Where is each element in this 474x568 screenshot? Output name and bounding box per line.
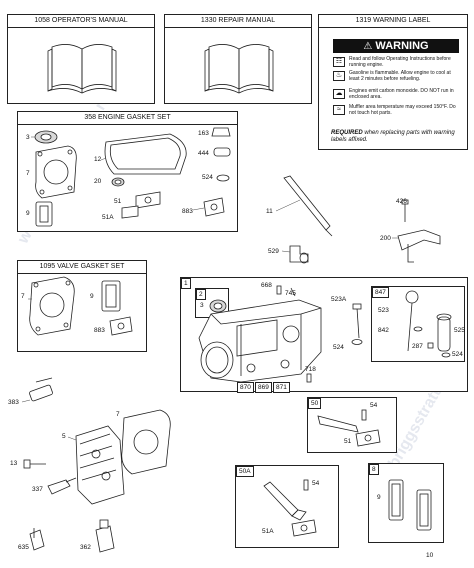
crankcase-bottom-tag: 870 xyxy=(237,382,254,393)
dipstick-kit-tag: 847 xyxy=(372,287,389,298)
part-label: 524 xyxy=(333,344,344,351)
repair-manual-title: 1330 REPAIR MANUAL xyxy=(165,15,311,28)
part-label: 523A xyxy=(331,296,347,303)
warning-line: Gasoline is flammable. Allow engine to c… xyxy=(349,70,451,82)
part-label: 12 xyxy=(94,156,102,163)
part-label: 287 xyxy=(412,343,423,350)
kit-50-tag: 50 xyxy=(308,398,322,409)
part-label: 51A xyxy=(102,214,114,221)
part-label: 163 xyxy=(198,130,209,137)
manual-icon: ☷ xyxy=(333,57,345,67)
part-label: 523 xyxy=(378,307,389,314)
part-label: 745 xyxy=(285,290,296,297)
part-label: 51 xyxy=(114,198,122,205)
warning-footer: REQUIRED when replacing parts with warni… xyxy=(331,130,466,144)
part-label: 524 xyxy=(202,174,213,181)
part-label: 13 xyxy=(10,460,18,467)
part-label: 9 xyxy=(377,494,381,501)
crankcase-subkit-tag: 2 xyxy=(196,289,206,300)
warning-footer-required: REQUIRED xyxy=(331,130,363,136)
fire-icon: ♨ xyxy=(333,71,345,81)
part-label: 200 xyxy=(380,235,391,242)
part-label: 362 xyxy=(80,544,91,551)
dipstick-kit-box: 847 523 525 842 287 524 xyxy=(371,286,465,362)
part-label: 11 xyxy=(266,208,273,215)
warning-line: Muffler area temperature may exceed 150°… xyxy=(349,104,456,116)
manual-book-icon xyxy=(204,44,274,94)
part-label: 7 xyxy=(26,170,30,177)
exhaust-icon: ☁ xyxy=(333,89,345,99)
part-label: 10 xyxy=(426,552,434,559)
hot-surface-icon: ≈ xyxy=(333,105,345,115)
part-label: 7 xyxy=(21,293,25,300)
part-label: 3 xyxy=(26,134,30,141)
part-label: 5 xyxy=(62,433,66,440)
part-label: 525 xyxy=(454,327,465,334)
part-label: 20 xyxy=(94,178,102,185)
valve-gasket-drawing xyxy=(28,276,133,336)
kit-50a-drawing xyxy=(263,479,317,537)
part-label: 51A xyxy=(262,528,274,535)
operators-manual-title: 1058 OPERATOR'S MANUAL xyxy=(8,15,154,28)
warning-title-text: WARNING xyxy=(375,40,429,52)
repair-manual-box: 1330 REPAIR MANUAL xyxy=(164,14,312,104)
warning-line: Engines emit carbon monoxide. DO NOT run… xyxy=(349,88,454,100)
part-label: 529 xyxy=(268,248,279,255)
crankcase-box: 1 2 3 668 745 523A 524 718 870 869 871 xyxy=(180,277,468,393)
valve-gasket-set-title: 1095 VALVE GASKET SET xyxy=(18,261,146,274)
part-label: 54 xyxy=(312,480,320,487)
kit-50a-tag: 50A xyxy=(236,466,254,477)
manual-book-icon xyxy=(47,44,117,94)
part-label: 842 xyxy=(378,327,389,334)
warning-label-box: 1319 WARNING LABEL ⚠ WARNING ☷ Read and … xyxy=(318,14,468,150)
kit-50a-box: 50A 54 51A xyxy=(235,465,339,548)
warning-footer-text: when replacing parts with warning labels… xyxy=(331,130,455,143)
part-label: 54 xyxy=(370,402,378,409)
part-label: 337 xyxy=(32,486,43,493)
kit-8-tag: 8 xyxy=(369,464,379,475)
part-label: 444 xyxy=(198,150,209,157)
part-label: 3 xyxy=(200,302,204,309)
engine-gasket-set-title: 358 ENGINE GASKET SET xyxy=(18,112,237,125)
crankcase-bottom-tag: 869 xyxy=(255,382,272,393)
valve-gasket-set-box: 1095 VALVE GASKET SET 7 9 883 xyxy=(17,260,147,352)
operators-manual-box: 1058 OPERATOR'S MANUAL xyxy=(7,14,155,104)
engine-gasket-drawing xyxy=(31,127,231,227)
warning-banner: ⚠ WARNING xyxy=(333,39,459,53)
crankcase-bottom-tag: 871 xyxy=(273,382,290,393)
crankcase-tag: 1 xyxy=(181,278,191,289)
warning-triangle-icon: ⚠ xyxy=(363,41,373,52)
part-label: 524 xyxy=(452,351,463,358)
part-label: 668 xyxy=(261,282,272,289)
part-label: 9 xyxy=(90,293,94,300)
part-label: 426 xyxy=(396,198,407,205)
part-label: 635 xyxy=(18,544,29,551)
engine-gasket-set-box: 358 ENGINE GASKET SET 3 7 9 12 20 51 xyxy=(17,111,238,232)
seal-drawing xyxy=(209,299,227,313)
warning-line: Read and follow Operating Instructions b… xyxy=(349,56,451,68)
dipstick-kit-drawing xyxy=(405,290,452,358)
part-label: 883 xyxy=(182,208,193,215)
part-label: 51 xyxy=(344,438,352,445)
kit-8-box: 8 9 xyxy=(368,463,444,543)
part-label: 383 xyxy=(8,399,19,406)
kit-50-drawing xyxy=(317,409,381,447)
kit-8-drawing xyxy=(388,479,432,531)
warning-label-title: 1319 WARNING LABEL xyxy=(319,15,467,28)
crankcase-drawing xyxy=(198,285,363,383)
part-label: 7 xyxy=(116,411,120,418)
part-label: 9 xyxy=(26,210,30,217)
part-label: 718 xyxy=(305,366,316,373)
part-label: 883 xyxy=(94,327,105,334)
kit-50-box: 50 54 51 xyxy=(307,397,397,453)
